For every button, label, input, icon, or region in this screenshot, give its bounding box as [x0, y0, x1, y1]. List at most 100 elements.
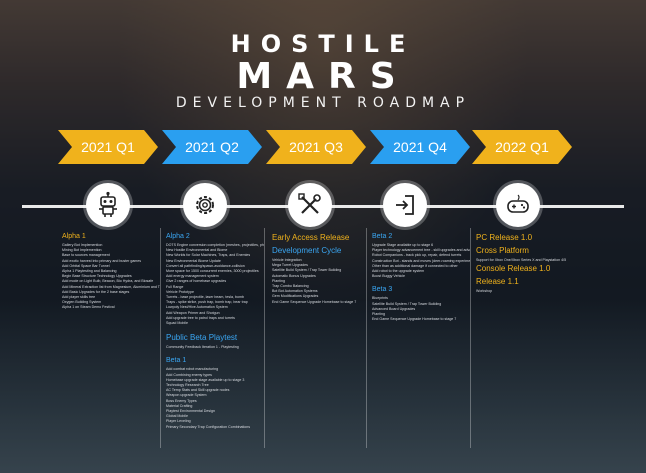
game-title-main: MARS	[236, 56, 410, 97]
list-item: New Environmental Biome Update	[166, 258, 221, 263]
list-item: Alpha 1 Playtesting and Balancing	[62, 269, 117, 274]
quarter-chevron-3: 2021 Q3	[266, 130, 366, 164]
milestone-heading: Public Beta Playtest	[166, 333, 238, 343]
milestone-heading: Early Access Release	[272, 233, 350, 242]
list-item: Support for Xbox One/Xbox Series X and P…	[476, 258, 567, 262]
list-item: Planting	[272, 278, 285, 283]
quarter-label: 2021 Q3	[289, 139, 343, 155]
list-item: New Worlds for Solar Machines, Traps, an…	[166, 253, 251, 258]
list-item: Add Orbital Space Bar Tunnel	[62, 263, 110, 268]
list-item: Add energy management system	[166, 274, 219, 279]
list-item: Playtest Environmental Design	[166, 409, 215, 414]
list-item: Add exotic harvest into primary and bust…	[62, 258, 142, 263]
column-divider	[470, 228, 471, 448]
list-item: Mining Bot Implemention	[62, 248, 102, 253]
milestone-circle-3	[288, 183, 332, 227]
milestone-list: Community Feedback Iteration 1 - Playtes…	[166, 345, 264, 350]
list-item: Player technology advancement tree - ski…	[372, 248, 470, 253]
list-item: Vehicle Integration	[272, 258, 302, 262]
list-item: Weapon upgrade System	[166, 393, 207, 398]
milestone-list: Vehicle Integration Mega Turret Upgrades…	[272, 258, 370, 305]
list-item: End Game Sequence Upgrade Homebase to st…	[372, 317, 457, 322]
milestone-circle-2	[183, 183, 227, 227]
list-item: Boost Buggy Vehicle	[372, 274, 405, 279]
list-item: More space for 1500 concurrent enemies, …	[166, 269, 259, 274]
milestone-list: Upgrade Stage available up to stage 6 Pl…	[372, 243, 470, 279]
column-divider	[264, 228, 265, 448]
list-item: Robot Companions - track pick up, repair…	[372, 253, 462, 258]
list-item: Oxygen Building System	[62, 300, 102, 305]
milestone-circle-1	[86, 183, 130, 227]
list-item: Other than as additional damage if conne…	[372, 263, 458, 268]
list-item: Turrets - base projectile, laser beam, t…	[166, 295, 244, 300]
quarter-label: 2021 Q2	[185, 139, 239, 155]
list-item: Traps - spike strike, push trap, bomb tr…	[166, 300, 248, 305]
milestone-list: Add combat robot manufacturing Add Combi…	[166, 367, 264, 429]
column-2022-q1: PC Release 1.0 Cross Platform Support fo…	[476, 232, 574, 294]
milestone-heading: PC Release 1.0	[476, 233, 533, 242]
milestone-heading: Cross Platform	[476, 246, 529, 255]
list-item: Gem Modifications Upgrades	[272, 294, 319, 299]
quarter-chevron-2: 2021 Q2	[162, 130, 262, 164]
milestone-subheading: Development Cycle	[272, 246, 342, 255]
gear-icon	[196, 196, 214, 214]
list-item: Material Crafting	[166, 403, 193, 408]
list-item: Add player skills tree	[62, 295, 96, 300]
list-item: Lowpoly Nest/Hive Automation System	[166, 305, 228, 310]
roadmap-subtitle: DEVELOPMENT ROADMAP	[175, 95, 471, 111]
list-item: End Game Sequence Upgrade Homebase to st…	[272, 299, 357, 304]
quarter-chevron-1: 2021 Q1	[58, 130, 158, 164]
list-item: Add Combining enemy types	[166, 372, 212, 377]
list-item: Alpha 1 on Steam Demo Festival	[62, 305, 115, 310]
quarter-label: 2021 Q4	[393, 139, 447, 155]
list-item: Give 2 ranges of homebase upgrades	[166, 279, 227, 284]
list-item: Squad Mobile	[166, 321, 188, 326]
list-item: Bot Bot Automation Systems	[272, 289, 318, 294]
list-item: Add Mineral Extraction list from Magnesi…	[62, 284, 160, 289]
list-item: Construction Bot - stands and moves (dee…	[372, 258, 470, 263]
list-item: Trap Combo Balancing	[272, 284, 309, 289]
list-item: Community Feedback Iteration 1 - Playtes…	[166, 345, 239, 350]
list-item: AC Temp Stats and Skill upgrade nodes	[166, 388, 230, 393]
milestone-list: Support for Xbox One/Xbox Series X and P…	[476, 258, 574, 263]
list-item: Automatic Bonus Upgrades	[272, 273, 316, 278]
quarter-chevron-4: 2021 Q4	[370, 130, 470, 164]
milestone-circle-5	[496, 183, 540, 227]
list-item: Advanced Board Upgrades	[372, 306, 416, 311]
list-item: Add Weapon Primer and Shotgun	[166, 310, 220, 315]
list-item: New Hostile Environmental and Biome	[166, 248, 228, 253]
list-item: Global Mobile	[166, 414, 188, 419]
milestone-heading: Alpha 1	[62, 233, 86, 240]
list-item: Boss Enemy Types	[166, 398, 197, 403]
list-item: Gallery Bot Implemention	[62, 243, 103, 247]
column-2021-q4: Beta 2 Upgrade Stage available up to sta…	[372, 232, 470, 322]
list-item: Convert all pathfinding/spawn-avoidance-…	[166, 263, 245, 268]
list-item: Add robot to the upgrade system	[372, 269, 425, 274]
robot-icon	[99, 191, 117, 217]
list-item: Satellite Build System / Trap Tower Buil…	[272, 268, 342, 273]
milestone-heading: Release 1.1	[476, 277, 519, 287]
quarter-chevron-5: 2022 Q1	[472, 130, 572, 164]
gamepad-icon	[507, 194, 529, 213]
column-divider	[160, 228, 161, 448]
list-item: Add combat robot manufacturing	[166, 367, 219, 372]
list-item: Blueprints	[372, 296, 388, 301]
milestone-heading: Console Release 1.0	[476, 264, 551, 274]
list-item: Add upgrade tree to patrol traps and tur…	[166, 315, 235, 320]
list-item: Mega Turret Upgrades	[272, 263, 308, 268]
game-title-top: HOSTILE	[230, 30, 416, 58]
column-2021-q1: Alpha 1 Gallery Bot Implemention Mining …	[62, 232, 160, 311]
quarter-label: 2022 Q1	[495, 139, 549, 155]
list-item: DOTS Engine conversion completion (meshe…	[166, 243, 264, 247]
list-item: Satellite Build System / Trap Tower Buil…	[372, 301, 442, 306]
milestone-heading: Beta 3	[372, 286, 393, 294]
list-item: Player Leveling	[166, 419, 191, 424]
list-item: Homebase upgrade stage available up to s…	[166, 377, 245, 382]
tools-icon	[298, 193, 321, 214]
column-2021-q3: Early Access Release Development Cycle V…	[272, 232, 370, 305]
milestone-heading: Beta 2	[372, 233, 393, 240]
list-item: Base to sources management	[62, 253, 110, 258]
list-item: Workshop	[476, 289, 493, 294]
